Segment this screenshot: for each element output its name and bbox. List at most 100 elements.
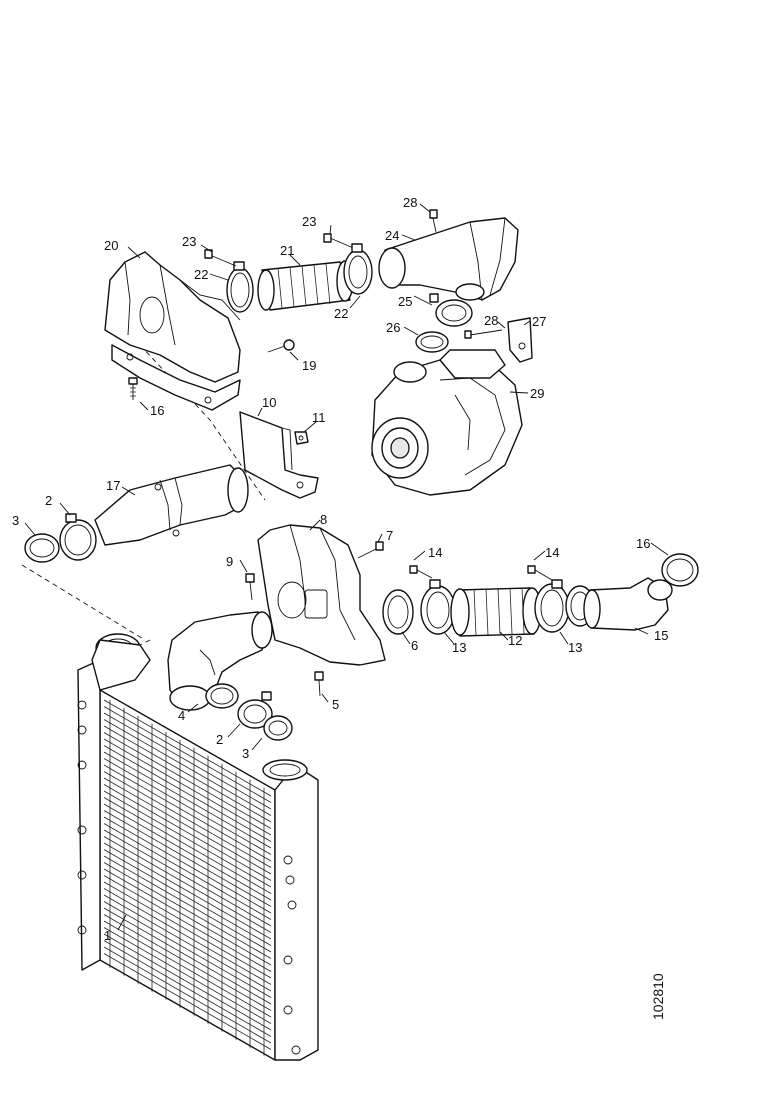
part-1-intercooler	[77, 633, 319, 1061]
intercooler-core-fins	[103, 699, 272, 1056]
part-23-screw-left	[204, 249, 237, 267]
core-fin-line	[103, 777, 272, 875]
core-fin-line	[103, 751, 272, 849]
callout-28-right: 28	[484, 313, 498, 328]
callout-1: 1	[104, 928, 111, 943]
callout-20: 20	[104, 238, 118, 253]
core-fin-line	[103, 920, 272, 1018]
core-fin-line	[103, 771, 272, 868]
core-fin-line	[103, 790, 272, 888]
part-21-corrugated-hose	[257, 260, 354, 311]
callout-labels: 1 2 3 17 16 20 23 22 21 23 22 24 28 25 2…	[12, 195, 668, 943]
leader-lines	[24, 203, 669, 931]
core-fin-line	[103, 810, 272, 907]
callout-14-right: 14	[545, 545, 559, 560]
core-fin-line	[103, 758, 272, 855]
callout-23-right: 23	[302, 214, 316, 229]
core-fin-line	[103, 836, 272, 933]
core-fin-line	[103, 842, 272, 940]
core-fin-line	[103, 738, 272, 836]
part-14-screw-left	[409, 565, 433, 579]
part-16-ring	[661, 553, 699, 587]
part-13-clamp-left	[420, 579, 456, 635]
core-fin-line	[103, 699, 272, 797]
callout-16-right: 16	[636, 536, 650, 551]
callout-12: 12	[508, 633, 522, 648]
core-fin-line	[103, 725, 272, 823]
core-fin-line	[103, 881, 272, 979]
core-fin-line	[103, 797, 272, 894]
callout-16-left: 16	[150, 403, 164, 418]
diagram-reference-number: 102810	[650, 973, 666, 1020]
part-22-clamp-right	[343, 243, 373, 295]
callout-28-top: 28	[403, 195, 417, 210]
part-19-bolt	[267, 339, 295, 353]
core-fin-line	[103, 803, 272, 901]
core-fin-line	[103, 855, 272, 953]
core-fin-line	[103, 933, 272, 1031]
callout-29: 29	[530, 386, 544, 401]
core-fin-line	[103, 940, 272, 1037]
core-fin-line	[103, 907, 272, 1005]
callout-3-upper: 3	[12, 513, 19, 528]
part-10-bracket	[239, 411, 319, 499]
part-15-pipe-bend	[583, 577, 673, 631]
part-25-clamp	[429, 293, 473, 327]
core-fin-line	[103, 719, 272, 816]
part-12-corrugated-hose	[450, 587, 542, 637]
part-17-intake-pipe	[94, 464, 249, 546]
core-fin-line	[103, 953, 272, 1050]
part-3-ring-upper	[24, 533, 60, 563]
callout-9: 9	[226, 554, 233, 569]
part-28-bolt-right	[464, 329, 503, 339]
callout-24: 24	[385, 228, 399, 243]
part-3-ring-lower	[263, 715, 293, 741]
part-22-clamp-left	[226, 261, 254, 313]
part-8-heat-shield	[257, 524, 386, 666]
core-fin-line	[103, 946, 272, 1044]
callout-15: 15	[654, 628, 668, 643]
callout-5: 5	[332, 697, 339, 712]
core-fin-line	[103, 784, 272, 881]
part-4-elbow-pipe	[167, 611, 273, 711]
callout-25: 25	[398, 294, 412, 309]
core-fin-line	[103, 901, 272, 998]
callout-10: 10	[262, 395, 276, 410]
callout-2-lower: 2	[216, 732, 223, 747]
callout-22-right: 22	[334, 306, 348, 321]
callout-23-left: 23	[182, 234, 196, 249]
part-9-bolt	[245, 573, 255, 601]
part-7-bolt	[357, 541, 384, 559]
part-18-bolt	[128, 377, 138, 400]
callout-6: 6	[411, 638, 418, 653]
part-20-air-duct-bracket	[104, 251, 241, 411]
callout-8: 8	[320, 512, 327, 527]
part-27-bracket	[507, 317, 533, 363]
core-fin-line	[103, 764, 272, 862]
part-5-bolt	[314, 671, 324, 697]
core-fin-line	[103, 888, 272, 985]
part-26-gasket-ring	[415, 331, 449, 353]
callout-27: 27	[532, 314, 546, 329]
part-2-clamp-lower	[205, 683, 273, 729]
part-11-nut	[294, 431, 309, 445]
core-fin-line	[103, 816, 272, 914]
callout-13-right: 13	[568, 640, 582, 655]
callout-14-left: 14	[428, 545, 442, 560]
part-6-ring	[382, 589, 414, 635]
core-fin-line	[103, 927, 272, 1024]
part-2-clamp-upper	[59, 513, 97, 561]
callout-11: 11	[312, 410, 326, 425]
core-fin-line	[103, 823, 272, 920]
core-fin-line	[103, 732, 272, 829]
callout-26: 26	[386, 320, 400, 335]
part-29-turbocharger	[371, 349, 523, 496]
part-24-intake-duct	[378, 217, 519, 301]
core-fin-line	[103, 712, 272, 810]
core-fin-line	[103, 914, 272, 1011]
callout-17: 17	[106, 478, 120, 493]
callout-13-left: 13	[452, 640, 466, 655]
callout-4: 4	[178, 708, 185, 723]
callout-3-lower: 3	[242, 746, 249, 761]
